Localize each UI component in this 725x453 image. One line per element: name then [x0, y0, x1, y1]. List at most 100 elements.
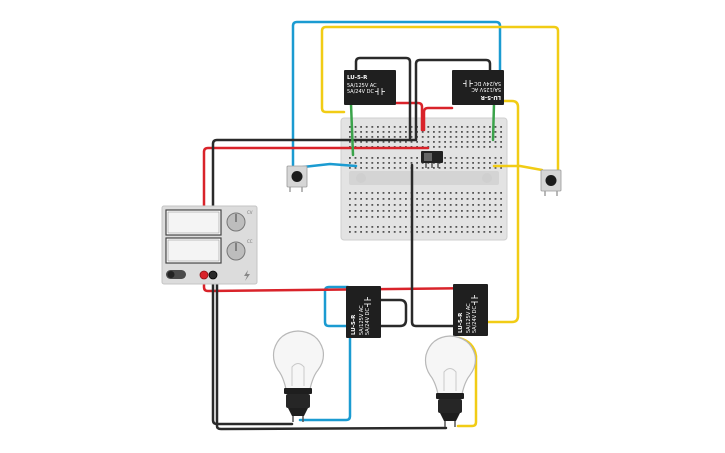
breadboard-hole[interactable] [489, 162, 491, 164]
breadboard-hole[interactable] [433, 141, 435, 143]
breadboard-hole[interactable] [354, 210, 357, 212]
breadboard-hole[interactable] [489, 167, 491, 169]
breadboard-hole[interactable] [360, 131, 362, 133]
breadboard-hole[interactable] [433, 204, 435, 206]
breadboard-hole[interactable] [500, 226, 502, 228]
breadboard-hole[interactable] [500, 141, 502, 143]
breadboard-hole[interactable] [461, 210, 463, 212]
breadboard-hole[interactable] [494, 204, 497, 206]
breadboard-hole[interactable] [483, 136, 486, 138]
breadboard-hole[interactable] [466, 210, 469, 212]
breadboard-hole[interactable] [371, 167, 374, 169]
breadboard-hole[interactable] [416, 226, 418, 228]
breadboard-hole[interactable] [405, 204, 407, 206]
breadboard-hole[interactable] [489, 126, 491, 128]
breadboard-hole[interactable] [449, 157, 452, 159]
breadboard-hole[interactable] [466, 192, 469, 194]
breadboard-hole[interactable] [466, 141, 469, 143]
push-button-right[interactable] [540, 169, 562, 196]
breadboard-hole[interactable] [483, 204, 486, 206]
breadboard-hole[interactable] [449, 141, 452, 143]
breadboard-hole[interactable] [483, 167, 486, 169]
breadboard-hole[interactable] [489, 131, 491, 133]
breadboard-hole[interactable] [393, 216, 396, 218]
breadboard-hole[interactable] [360, 136, 362, 138]
breadboard-hole[interactable] [416, 231, 418, 233]
breadboard-hole[interactable] [433, 136, 435, 138]
breadboard-hole[interactable] [466, 131, 469, 133]
breadboard-hole[interactable] [433, 192, 435, 194]
breadboard-hole[interactable] [349, 216, 351, 218]
breadboard-hole[interactable] [466, 167, 469, 169]
breadboard-hole[interactable] [349, 231, 351, 233]
breadboard-hole[interactable] [455, 162, 458, 164]
breadboard-hole[interactable] [377, 204, 379, 206]
breadboard-hole[interactable] [494, 192, 497, 194]
breadboard-hole[interactable] [421, 136, 424, 138]
breadboard-hole[interactable] [405, 126, 407, 128]
breadboard-hole[interactable] [416, 204, 418, 206]
breadboard-hole[interactable] [399, 210, 402, 212]
breadboard-hole[interactable] [494, 126, 497, 128]
breadboard-hole[interactable] [494, 162, 497, 164]
breadboard-hole[interactable] [377, 131, 379, 133]
breadboard-hole[interactable] [388, 198, 390, 200]
breadboard-hole[interactable] [500, 131, 502, 133]
breadboard-hole[interactable] [472, 126, 474, 128]
breadboard-hole[interactable] [472, 210, 474, 212]
breadboard-hole[interactable] [444, 231, 446, 233]
breadboard-hole[interactable] [489, 231, 491, 233]
breadboard-hole[interactable] [449, 126, 452, 128]
breadboard-hole[interactable] [477, 141, 480, 143]
breadboard-hole[interactable] [399, 136, 402, 138]
breadboard-hole[interactable] [365, 216, 368, 218]
breadboard-hole[interactable] [461, 162, 463, 164]
relay-bottom-right[interactable]: LU-5-R 5A/125V AC 5A/24V DC [453, 284, 488, 336]
breadboard-hole[interactable] [489, 210, 491, 212]
breadboard-hole[interactable] [494, 210, 497, 212]
breadboard-hole[interactable] [365, 141, 368, 143]
breadboard-hole[interactable] [410, 126, 413, 128]
breadboard-hole[interactable] [477, 198, 480, 200]
breadboard-hole[interactable] [449, 162, 452, 164]
breadboard-hole[interactable] [371, 198, 374, 200]
breadboard-hole[interactable] [494, 146, 497, 148]
breadboard-hole[interactable] [472, 231, 474, 233]
breadboard-hole[interactable] [382, 162, 385, 164]
breadboard-hole[interactable] [427, 198, 430, 200]
breadboard-hole[interactable] [477, 126, 480, 128]
breadboard-hole[interactable] [365, 226, 368, 228]
breadboard-hole[interactable] [494, 231, 497, 233]
breadboard-hole[interactable] [500, 157, 502, 159]
breadboard-hole[interactable] [405, 216, 407, 218]
breadboard-hole[interactable] [360, 204, 362, 206]
breadboard-hole[interactable] [494, 141, 497, 143]
breadboard-hole[interactable] [483, 198, 486, 200]
breadboard-hole[interactable] [421, 192, 424, 194]
breadboard-hole[interactable] [349, 204, 351, 206]
breadboard-hole[interactable] [438, 192, 441, 194]
breadboard-hole[interactable] [489, 216, 491, 218]
breadboard-hole[interactable] [427, 210, 430, 212]
breadboard-hole[interactable] [405, 226, 407, 228]
breadboard-hole[interactable] [472, 136, 474, 138]
breadboard-hole[interactable] [393, 198, 396, 200]
breadboard-hole[interactable] [349, 136, 351, 138]
breadboard-hole[interactable] [377, 162, 379, 164]
breadboard-hole[interactable] [444, 167, 446, 169]
breadboard-hole[interactable] [466, 136, 469, 138]
breadboard-hole[interactable] [438, 204, 441, 206]
breadboard-hole[interactable] [427, 136, 430, 138]
breadboard-hole[interactable] [489, 198, 491, 200]
breadboard-hole[interactable] [489, 141, 491, 143]
breadboard-hole[interactable] [472, 204, 474, 206]
breadboard-hole[interactable] [416, 192, 418, 194]
breadboard-hole[interactable] [472, 167, 474, 169]
breadboard-hole[interactable] [438, 131, 441, 133]
breadboard-hole[interactable] [382, 226, 385, 228]
breadboard-hole[interactable] [421, 141, 424, 143]
breadboard-hole[interactable] [483, 231, 486, 233]
breadboard-hole[interactable] [410, 157, 413, 159]
breadboard-hole[interactable] [455, 210, 458, 212]
breadboard-hole[interactable] [455, 231, 458, 233]
